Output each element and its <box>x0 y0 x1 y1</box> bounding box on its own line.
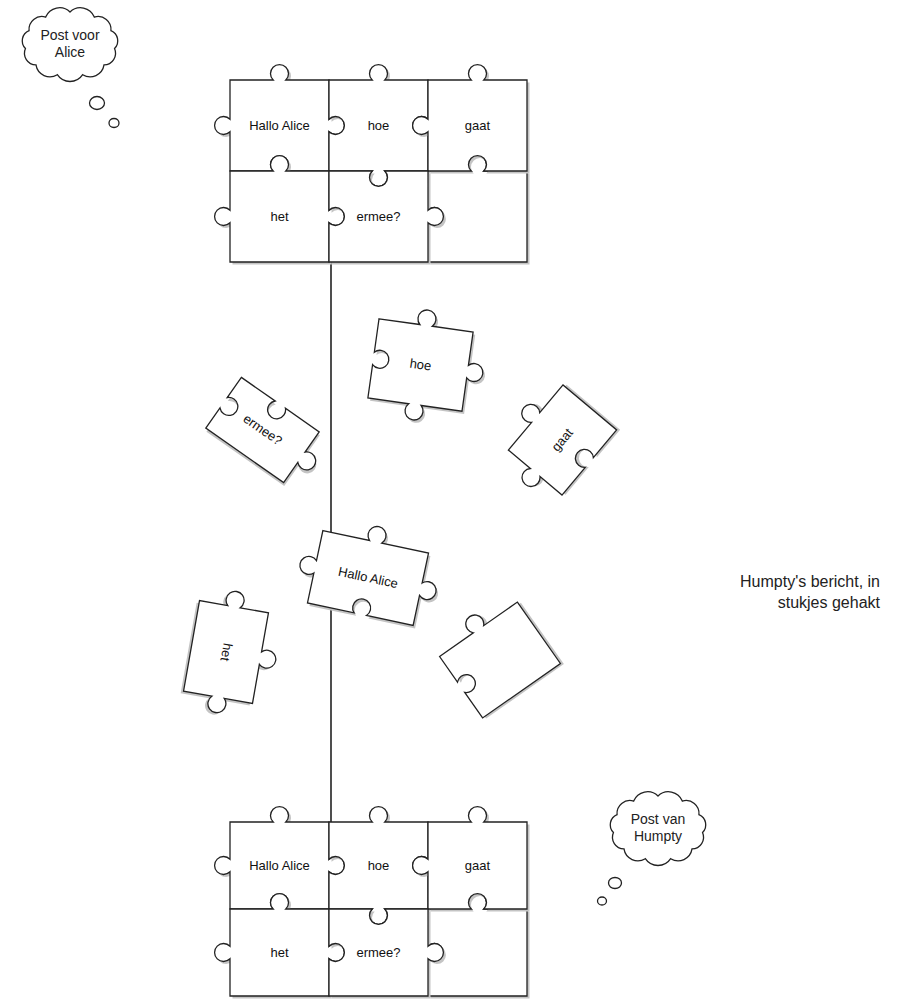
piece-text: hoe <box>368 118 390 134</box>
piece-shape <box>329 171 443 262</box>
piece-shape <box>413 807 527 909</box>
puzzle-piece: het <box>230 909 329 996</box>
piece-outline <box>431 589 561 718</box>
cloud-shape <box>22 8 117 82</box>
thought-trail-dot <box>598 897 607 905</box>
puzzle-piece: gaat <box>428 80 527 171</box>
cloud-shape <box>610 792 705 866</box>
piece-shape <box>413 65 527 171</box>
piece-text: het <box>270 209 288 225</box>
piece-shape <box>215 156 345 262</box>
piece-text: het <box>217 642 235 663</box>
piece-text: Hallo Alice <box>249 118 310 134</box>
piece-text: ermee? <box>356 209 400 225</box>
blank-puzzle-piece <box>431 588 564 720</box>
piece-shape <box>292 512 446 628</box>
puzzle-piece: hoe <box>367 319 472 411</box>
puzzle-piece: ermee? <box>329 909 428 996</box>
thought-trail-dot <box>109 119 119 128</box>
puzzle-piece: ermee? <box>329 171 428 262</box>
piece-shape <box>181 585 286 721</box>
puzzle-piece: het <box>184 601 269 704</box>
piece-shape <box>365 304 490 429</box>
piece-text: ermee? <box>356 945 400 961</box>
piece-text: hoe <box>408 356 432 374</box>
puzzle-piece: ermee? <box>205 377 318 482</box>
thought-trail-dot <box>90 97 105 110</box>
bubble-text: Post van Humpty <box>621 811 695 845</box>
piece-shape <box>215 894 345 996</box>
piece-text: Hallo Alice <box>249 858 310 874</box>
thought-trail-dot <box>609 878 622 889</box>
piece-text: hoe <box>368 858 390 874</box>
piece-shape <box>486 375 616 507</box>
thought-bubble: Post voor Alice <box>18 5 122 83</box>
piece-shape <box>205 377 331 491</box>
puzzle-piece: het <box>230 171 329 262</box>
piece-text: gaat <box>465 118 490 134</box>
caption-label: Humpty's bericht, in stukjes gehakt <box>735 572 880 614</box>
piece-shape <box>329 909 443 996</box>
piece-text: gaat <box>465 858 490 874</box>
puzzle-piece: gaat <box>428 822 527 909</box>
piece-text: het <box>270 945 288 961</box>
bubble-text: Post voor Alice <box>33 27 107 61</box>
thought-bubble: Post van Humpty <box>606 789 710 867</box>
puzzle-piece: Hallo Alice <box>307 531 428 626</box>
puzzle-piece: gaat <box>508 385 616 495</box>
